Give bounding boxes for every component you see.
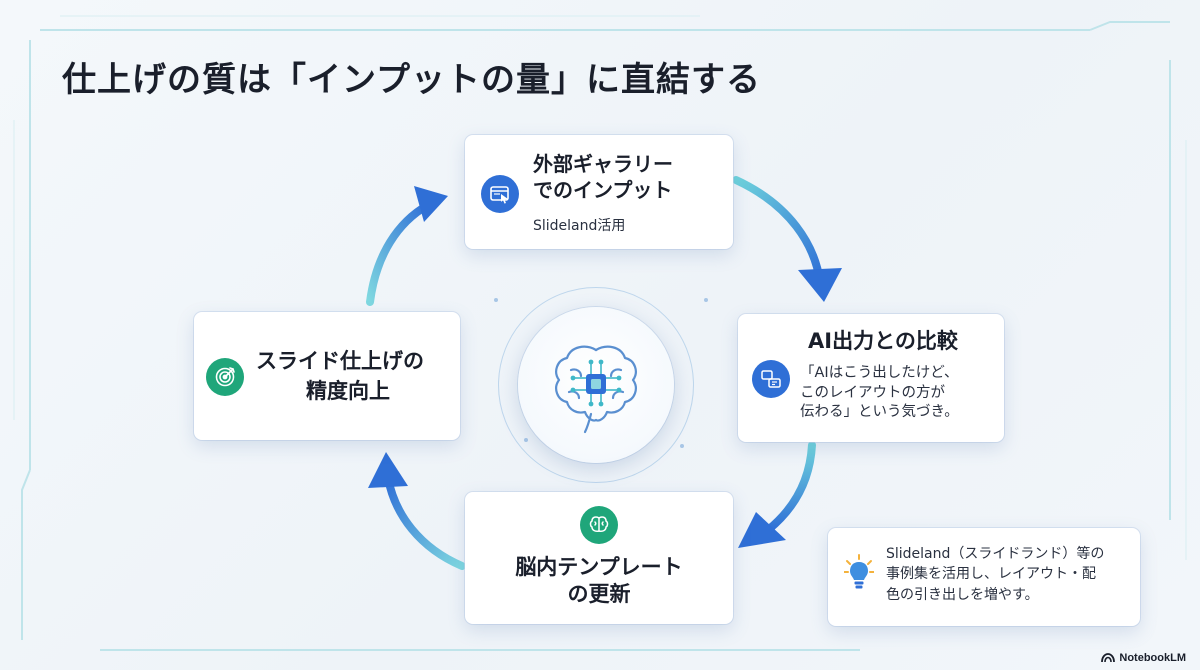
card-gallery-title-line1: 外部ギャラリー [533, 152, 673, 176]
arrow-gallery-to-compare [732, 176, 842, 302]
card-template-title: 脳内テンプレート の更新 [465, 554, 733, 609]
arrow-compare-to-template [738, 441, 816, 548]
brand-label: NotebookLM [1119, 652, 1186, 664]
brain-chip-icon [555, 345, 637, 434]
notebooklm-logo-icon [1101, 653, 1116, 663]
center-hub [518, 307, 674, 463]
card-gallery-desc: Slideland活用 [533, 218, 626, 234]
target-icon [206, 358, 244, 396]
card-gallery-title-line2: でのインプット [533, 178, 673, 202]
card-template-title-line1: 脳内テンプレート [515, 555, 683, 579]
card-compare-desc-line1: 「AIはこう出したけど、 [800, 365, 959, 381]
tip-box: Slideland（スライドランド）等の 事例集を活用し、レイアウト・配 色の引… [828, 528, 1140, 626]
card-precision-title-line2: 精度向上 [306, 379, 390, 404]
card-template-update: 脳内テンプレート の更新 [465, 492, 733, 624]
card-template-title-line2: の更新 [567, 582, 631, 607]
tip-text-line1: Slideland（スライドランド）等の [886, 546, 1105, 562]
card-precision-title: スライド仕上げの 精度向上 [256, 346, 424, 407]
card-precision-title-line1: スライド仕上げの [256, 349, 424, 373]
card-ai-compare: AI出力との比較 「AIはこう出したけど、 このレイアウトの方が 伝わる」という… [738, 314, 1004, 442]
hub-ring [498, 287, 694, 483]
tip-text-line3: 色の引き出しを増やす。 [886, 586, 1039, 603]
brain-refresh-icon [580, 506, 618, 544]
page-title: 仕上げの質は「インプットの量」に直結する [62, 60, 761, 100]
card-compare-desc-line2: このレイアウトの方が [800, 384, 945, 401]
card-compare-desc: 「AIはこう出したけど、 このレイアウトの方が 伝わる」という気づき。 [800, 364, 959, 423]
tip-text: Slideland（スライドランド）等の 事例集を活用し、レイアウト・配 色の引… [886, 544, 1104, 605]
lightbulb-icon [843, 554, 875, 594]
tip-text-line2: 事例集を活用し、レイアウト・配 [886, 566, 1096, 583]
arrow-precision-to-gallery [366, 186, 448, 306]
card-compare-desc-line3: 伝わる」という気づき。 [800, 404, 959, 421]
compare-windows-icon [752, 360, 790, 398]
card-gallery-input: 外部ギャラリー でのインプット Slideland活用 [465, 135, 733, 249]
card-compare-title: AI出力との比較 [808, 329, 958, 353]
card-gallery-title: 外部ギャラリー でのインプット [533, 151, 673, 203]
notebooklm-brand: NotebookLM [1101, 652, 1186, 664]
card-slide-precision: スライド仕上げの 精度向上 [194, 312, 460, 440]
arrow-template-to-precision [368, 452, 466, 570]
browser-cursor-icon [481, 175, 519, 213]
